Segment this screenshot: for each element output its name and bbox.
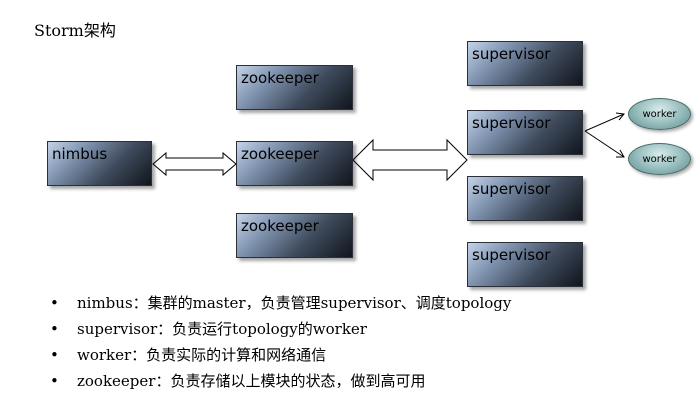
list-item: • supervisor：负责运行topology的worker bbox=[50, 316, 511, 342]
list-item-text: worker：负责实际的计算和网络通信 bbox=[77, 346, 327, 364]
list-item-text: nimbus：集群的master，负责管理supervisor、调度topolo… bbox=[77, 294, 512, 312]
list-item: • zookeeper：负责存储以上模块的状态，做到高可用 bbox=[50, 368, 511, 394]
supervisor-node-2: supervisor bbox=[467, 110, 583, 155]
supervisor-worker-arrow-2 bbox=[584, 130, 625, 158]
zookeeper-supervisor-arrow bbox=[352, 138, 468, 182]
description-list: • nimbus：集群的master，负责管理supervisor、调度topo… bbox=[50, 290, 511, 394]
nimbus-zookeeper-arrow bbox=[152, 151, 237, 177]
list-item-text: supervisor：负责运行topology的worker bbox=[77, 320, 367, 338]
bullet-icon: • bbox=[50, 372, 59, 390]
supervisor-node-4: supervisor bbox=[467, 242, 583, 287]
supervisor-node-1: supervisor bbox=[467, 41, 583, 86]
worker-node-1: worker bbox=[628, 98, 691, 130]
supervisor-worker-arrow-1 bbox=[584, 113, 625, 132]
bullet-icon: • bbox=[50, 320, 59, 338]
zookeeper-node-top: zookeeper bbox=[236, 65, 353, 110]
supervisor-worker-arrowhead-1 bbox=[615, 112, 625, 121]
worker-node-2: worker bbox=[628, 143, 691, 175]
bullet-icon: • bbox=[50, 346, 59, 364]
list-item: • nimbus：集群的master，负责管理supervisor、调度topo… bbox=[50, 290, 511, 316]
zookeeper-node-bottom: zookeeper bbox=[236, 213, 353, 258]
list-item-text: zookeeper：负责存储以上模块的状态，做到高可用 bbox=[77, 372, 426, 390]
list-item: • worker：负责实际的计算和网络通信 bbox=[50, 342, 511, 368]
supervisor-node-3: supervisor bbox=[467, 176, 583, 221]
zookeeper-node-middle: zookeeper bbox=[236, 141, 353, 186]
supervisor-worker-arrowhead-2 bbox=[616, 149, 625, 158]
bullet-icon: • bbox=[50, 294, 59, 312]
nimbus-node: nimbus bbox=[47, 141, 152, 186]
slide-title: Storm架构 bbox=[34, 21, 116, 40]
